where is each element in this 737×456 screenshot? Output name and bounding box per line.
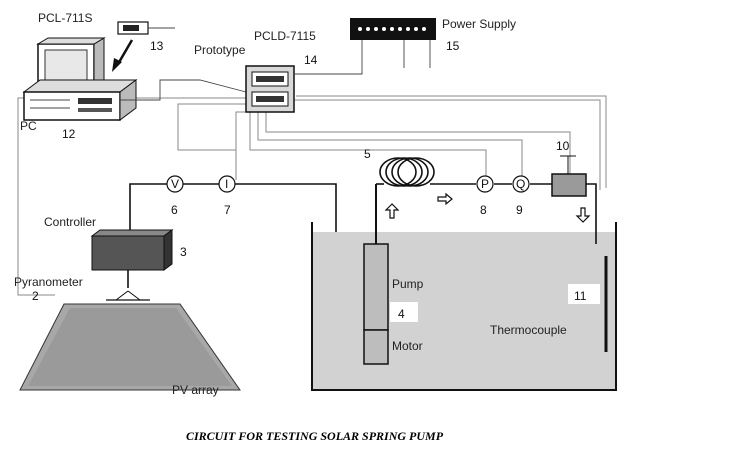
flow-arrows xyxy=(384,192,591,223)
pressure-gauge xyxy=(476,175,494,193)
motor-label: Motor xyxy=(392,339,423,353)
number-15: 15 xyxy=(446,39,460,53)
label-box-4 xyxy=(390,302,418,322)
figure-caption: CIRCUIT FOR TESTING SOLAR SPRING PUMP xyxy=(186,429,444,443)
pcld-7115-label: PCLD-7115 xyxy=(254,29,316,43)
pv-array-label: PV array xyxy=(172,383,219,397)
label-box-11 xyxy=(568,284,600,304)
pump-motor xyxy=(363,184,389,365)
pyranometer-sensor xyxy=(106,290,150,301)
pipe-coil xyxy=(376,157,597,244)
pc-label: PC xyxy=(20,119,37,133)
meter-v: V xyxy=(171,177,179,191)
thermocouple-label: Thermocouple xyxy=(490,323,567,337)
number-13: 13 xyxy=(150,39,164,53)
number-5: 5 xyxy=(364,147,371,161)
meter-q: Q xyxy=(516,177,525,191)
pyranometer-label: Pyranometer xyxy=(14,275,83,289)
number-14: 14 xyxy=(304,53,318,67)
voltmeter xyxy=(166,175,184,193)
number-9: 9 xyxy=(516,203,523,217)
number-4: 4 xyxy=(398,307,405,321)
power-supply-label: Power Supply xyxy=(442,17,516,31)
pcl-arrow xyxy=(112,39,134,72)
ammeter xyxy=(218,175,236,193)
number-2: 2 xyxy=(32,289,39,303)
pcl-711s-label: PCL-711S xyxy=(38,11,92,25)
power-supply xyxy=(294,18,436,75)
valve-box xyxy=(551,155,587,197)
number-3: 3 xyxy=(180,245,187,259)
number-10: 10 xyxy=(556,139,570,153)
meter-i: I xyxy=(225,177,228,191)
number-6: 6 xyxy=(171,203,178,217)
controller-label: Controller xyxy=(44,215,96,229)
flow-meter xyxy=(512,175,530,193)
number-7: 7 xyxy=(224,203,231,217)
pcld-7115-prototype xyxy=(245,65,295,113)
pcl-711s-card xyxy=(117,21,175,35)
pump-label: Pump xyxy=(392,277,424,291)
water-tank xyxy=(311,222,617,391)
number-11: 11 xyxy=(574,289,587,303)
signal-wires xyxy=(17,95,607,296)
number-8: 8 xyxy=(480,203,487,217)
pv-array-panel xyxy=(19,303,241,391)
pc-computer xyxy=(22,37,138,121)
meter-p: P xyxy=(481,177,489,191)
number-12: 12 xyxy=(62,127,76,141)
prototype-label: Prototype xyxy=(194,43,246,57)
controller-box xyxy=(90,229,174,271)
